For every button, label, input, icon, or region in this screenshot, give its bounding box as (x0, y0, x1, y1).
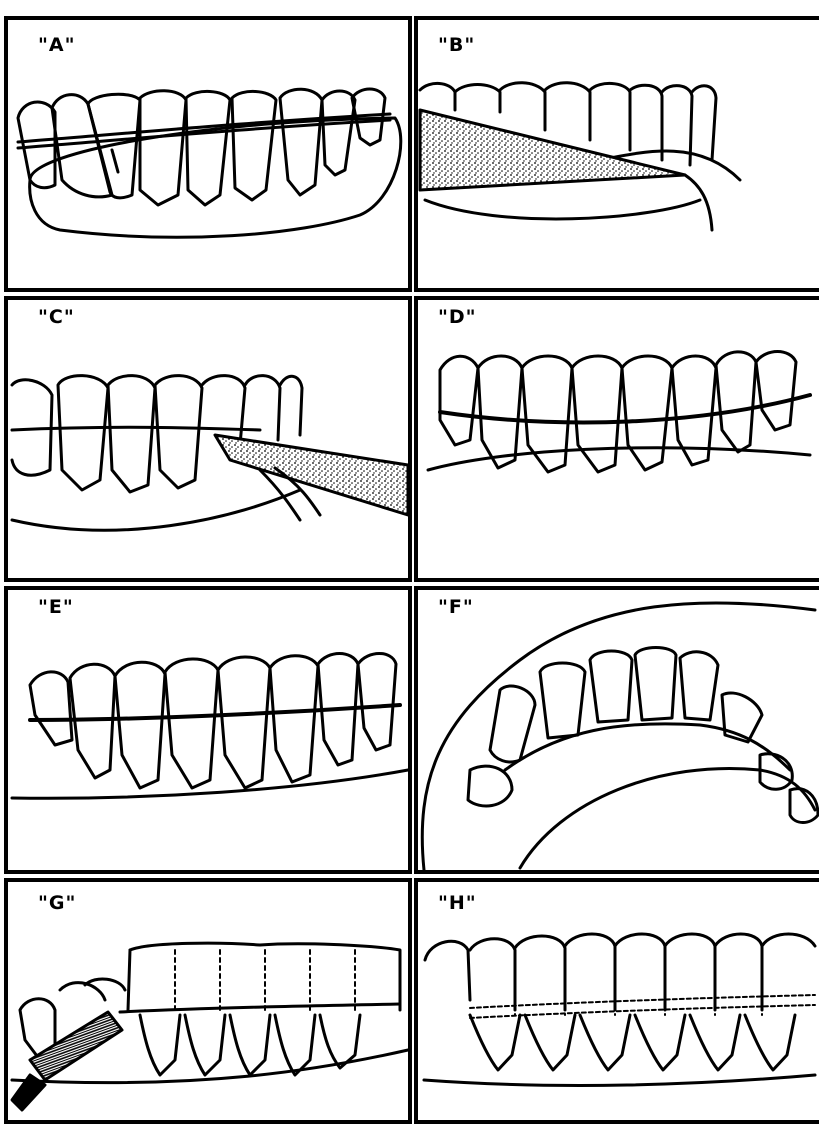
panel-a-frame (6, 18, 410, 290)
panel-e-label: "E" (38, 596, 74, 618)
panel-d-label: "D" (438, 306, 477, 328)
panel-f-label: "F" (438, 596, 474, 618)
panel-c-frame (6, 298, 410, 580)
panel-e-drawing (12, 654, 408, 799)
panel-b-label: "B" (438, 34, 475, 56)
panel-f-frame (416, 588, 819, 872)
panel-b-drawing (420, 83, 740, 230)
panel-a-label: "A" (38, 34, 76, 56)
panel-g-label: "G" (38, 892, 76, 914)
brush-g (30, 1012, 122, 1080)
panel-g-frame (6, 880, 410, 1122)
panel-d-drawing (428, 352, 810, 473)
panel-e-frame (6, 588, 410, 872)
panel-g-drawing (12, 943, 408, 1110)
panel-c-label: "C" (38, 306, 75, 328)
wedge-b (420, 110, 685, 190)
panel-f-drawing (422, 603, 818, 870)
panel-h-drawing (424, 934, 815, 1085)
panel-c-drawing (12, 376, 408, 531)
panel-a-drawing (18, 89, 401, 237)
panel-h-label: "H" (438, 892, 477, 914)
